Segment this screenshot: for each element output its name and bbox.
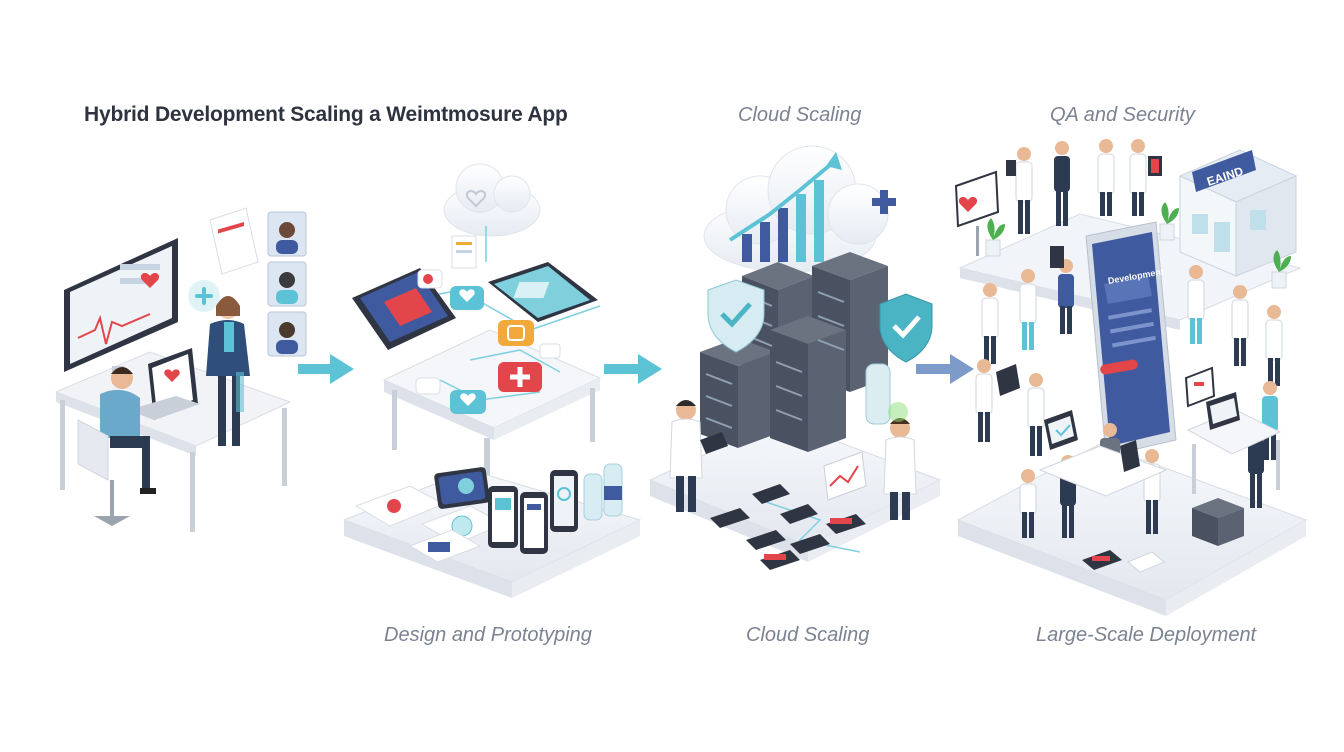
stage-label-cloud-bottom: Cloud Scaling [746, 624, 870, 646]
developer-man [100, 367, 156, 494]
stage-label-cloud-top: Cloud Scaling [738, 104, 862, 126]
server-rack-icon [700, 252, 888, 452]
arrow-right-icon [604, 354, 662, 384]
stage-design [342, 163, 642, 598]
engineer-left [669, 400, 728, 512]
heart-icon [958, 197, 978, 212]
stage-development [54, 207, 307, 532]
stage-deployment: EAIND Developm [954, 139, 1308, 616]
cloud-icon [443, 163, 541, 237]
heart-icon [164, 369, 180, 382]
shield-check-icon [707, 279, 765, 353]
arrow-right-icon [298, 354, 354, 384]
stage-label-deploy: Large-Scale Deployment [1036, 624, 1257, 646]
engineer-right [883, 418, 917, 520]
stage-label-design: Design and Prototyping [384, 624, 592, 646]
heart-icon [140, 273, 160, 288]
page-title: Hybrid Development Scaling a Weimtmosure… [84, 103, 568, 126]
plus-icon [872, 190, 896, 214]
desktop-monitor [64, 238, 178, 384]
server-rack-icon [1192, 498, 1244, 546]
plant-icon [985, 202, 1291, 289]
stage-label-qa: QA and Security [1050, 104, 1195, 126]
prototype-tablet [488, 262, 598, 322]
video-call-tiles [267, 211, 307, 357]
shield-check-icon [879, 293, 933, 363]
laptop [128, 348, 200, 420]
developer-woman [206, 296, 250, 446]
prototype-phones [434, 467, 578, 554]
cloud-icon [703, 145, 896, 273]
building-icon: EAIND [1178, 149, 1298, 277]
check-icon [1055, 424, 1071, 437]
deployment-phone: Development [1085, 221, 1177, 457]
arrow-right-icon [916, 354, 974, 384]
stage-cloud [648, 145, 942, 570]
